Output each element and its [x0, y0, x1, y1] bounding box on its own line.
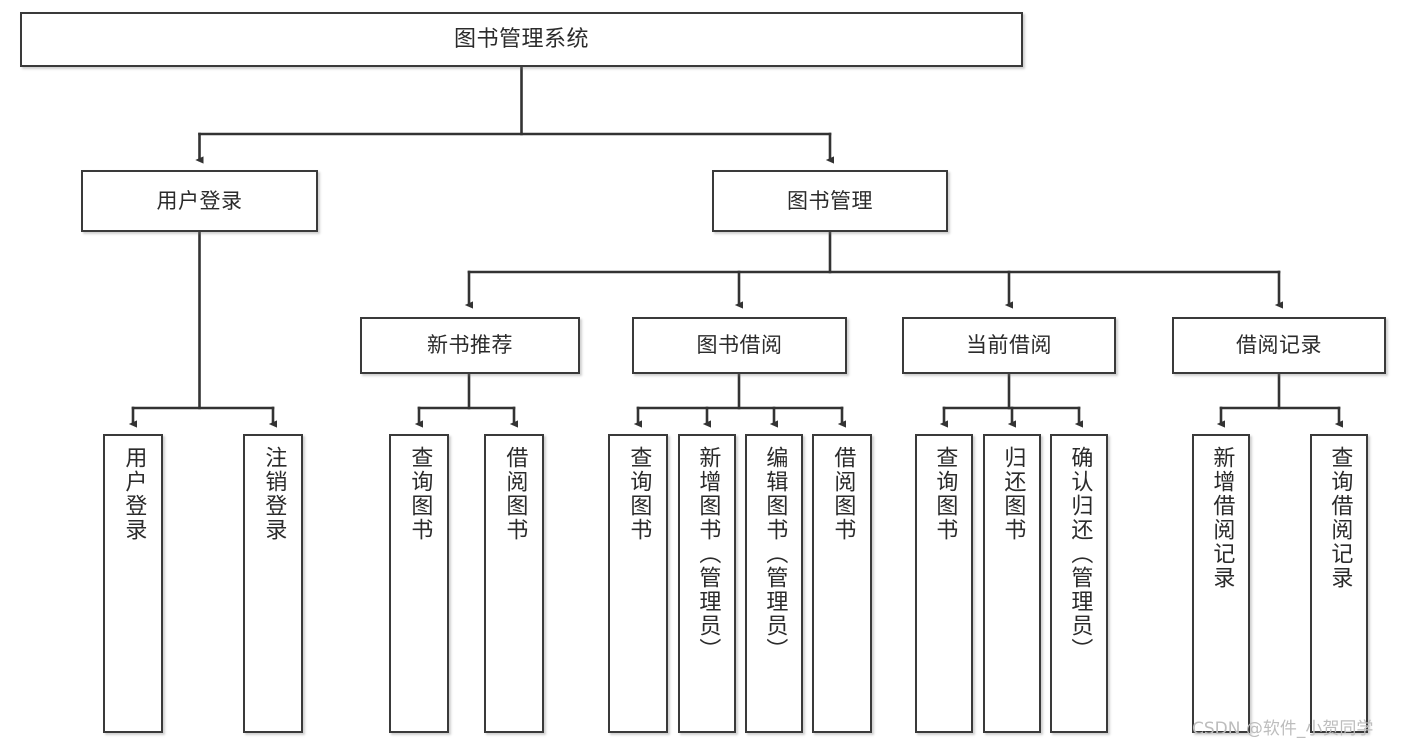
node-user-login-label: 用户登录: [156, 188, 243, 213]
leaf-query-borrow-record[interactable]: 查询借阅记录: [1310, 434, 1368, 733]
leaf-add-book-admin[interactable]: 新增图书（管理员）: [678, 434, 736, 733]
node-borrow-record[interactable]: 借阅记录: [1172, 317, 1386, 374]
leaf-borrow-book-label: 借阅图书: [830, 446, 856, 542]
leaf-borrow-book-recommend[interactable]: 借阅图书: [484, 434, 544, 733]
node-root-label: 图书管理系统: [453, 26, 589, 52]
leaf-user-login-label: 用户登录: [121, 446, 147, 542]
leaf-confirm-return-admin[interactable]: 确认归还（管理员）: [1050, 434, 1108, 733]
node-book-borrow[interactable]: 图书借阅: [632, 317, 847, 374]
leaf-query-borrow-record-label: 查询借阅记录: [1327, 446, 1353, 590]
leaf-query-book-borrow[interactable]: 查询图书: [608, 434, 668, 733]
node-user-login[interactable]: 用户登录: [81, 170, 318, 232]
leaf-query-book-borrow-label: 查询图书: [626, 446, 652, 542]
leaf-query-book-recommend[interactable]: 查询图书: [389, 434, 449, 733]
leaf-logout[interactable]: 注销登录: [243, 434, 303, 733]
node-book-management[interactable]: 图书管理: [712, 170, 948, 232]
leaf-logout-label: 注销登录: [261, 446, 287, 542]
leaf-query-book-recommend-label: 查询图书: [407, 446, 433, 542]
node-borrow-record-label: 借阅记录: [1236, 333, 1322, 358]
leaf-borrow-book-recommend-label: 借阅图书: [502, 446, 528, 542]
node-book-management-label: 图书管理: [787, 188, 873, 213]
leaf-add-borrow-record-label: 新增借阅记录: [1209, 446, 1235, 590]
leaf-return-book-label: 归还图书: [1000, 446, 1026, 542]
node-current-borrow[interactable]: 当前借阅: [902, 317, 1116, 374]
node-root[interactable]: 图书管理系统: [20, 12, 1023, 67]
leaf-user-login[interactable]: 用户登录: [103, 434, 163, 733]
leaf-add-book-admin-label: 新增图书（管理员）: [695, 446, 721, 662]
leaf-edit-book-admin-label: 编辑图书（管理员）: [762, 446, 788, 662]
csdn-watermark: CSDN @软件_小贺同学: [1192, 719, 1374, 739]
node-book-borrow-label: 图书借阅: [696, 333, 783, 358]
leaf-query-book-current[interactable]: 查询图书: [915, 434, 973, 733]
leaf-confirm-return-admin-label: 确认归还（管理员）: [1067, 446, 1093, 662]
leaf-return-book[interactable]: 归还图书: [983, 434, 1041, 733]
node-new-book-recommend-label: 新书推荐: [427, 333, 513, 358]
leaf-query-book-current-label: 查询图书: [932, 446, 958, 542]
node-new-book-recommend[interactable]: 新书推荐: [360, 317, 580, 374]
leaf-add-borrow-record[interactable]: 新增借阅记录: [1192, 434, 1250, 733]
leaf-borrow-book[interactable]: 借阅图书: [812, 434, 872, 733]
node-current-borrow-label: 当前借阅: [966, 333, 1052, 358]
leaf-edit-book-admin[interactable]: 编辑图书（管理员）: [745, 434, 803, 733]
